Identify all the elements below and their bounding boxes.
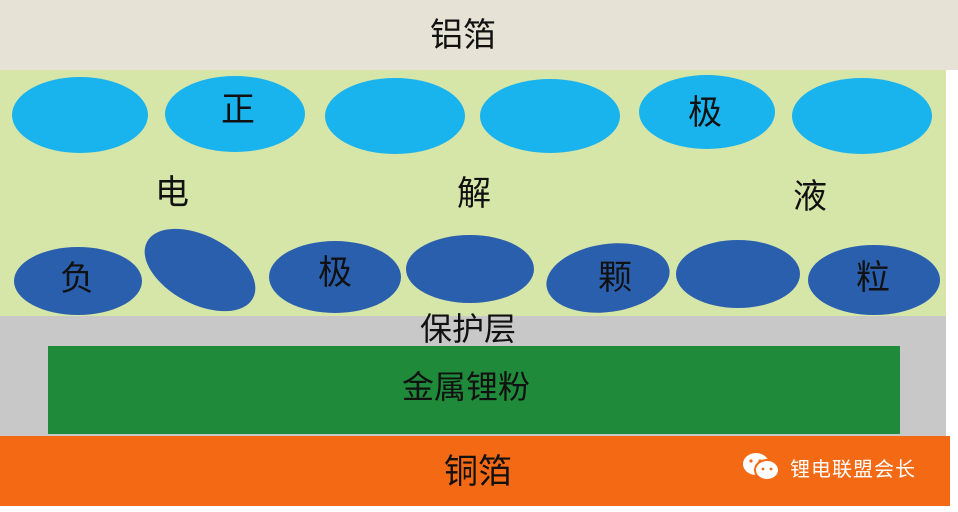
positive-particle <box>480 79 620 153</box>
copper-foil-label: 铜箔 <box>444 452 512 492</box>
positive-particle <box>639 75 775 149</box>
negative-particle <box>546 243 670 313</box>
negative-particle <box>406 235 534 303</box>
positive-particle <box>12 77 148 153</box>
electrolyte-label-2: 解 <box>457 174 491 214</box>
negative-particle <box>808 245 940 315</box>
negative-label-2: 极 <box>318 253 352 293</box>
negative-label-1: 负 <box>60 259 94 299</box>
positive-particle <box>325 78 465 154</box>
negative-particle <box>14 247 142 315</box>
positive-particle <box>792 78 932 154</box>
positive-particle <box>165 76 305 152</box>
negative-particle <box>144 228 256 312</box>
negative-label-3: 颗 <box>598 258 632 298</box>
negative-particle <box>676 240 800 308</box>
protective-layer-label: 保护层 <box>420 310 517 348</box>
copper-foil-layer <box>0 436 950 506</box>
lithium-powder-label: 金属锂粉 <box>402 368 531 406</box>
watermark: 锂电联盟会长 <box>740 450 916 484</box>
electrolyte-label-3: 液 <box>793 177 827 217</box>
negative-particle <box>269 241 401 313</box>
negative-label-4: 粒 <box>856 258 890 298</box>
electrolyte-label-1: 电 <box>155 173 189 213</box>
aluminum-foil-label: 铝箔 <box>430 15 496 54</box>
aluminum-foil-layer <box>0 0 958 70</box>
wechat-icon <box>743 453 780 481</box>
positive-label-1: 正 <box>221 90 255 130</box>
lithium-powder-layer <box>48 346 900 434</box>
watermark-text: 锂电联盟会长 <box>790 456 916 481</box>
positive-label-2: 极 <box>688 93 722 133</box>
